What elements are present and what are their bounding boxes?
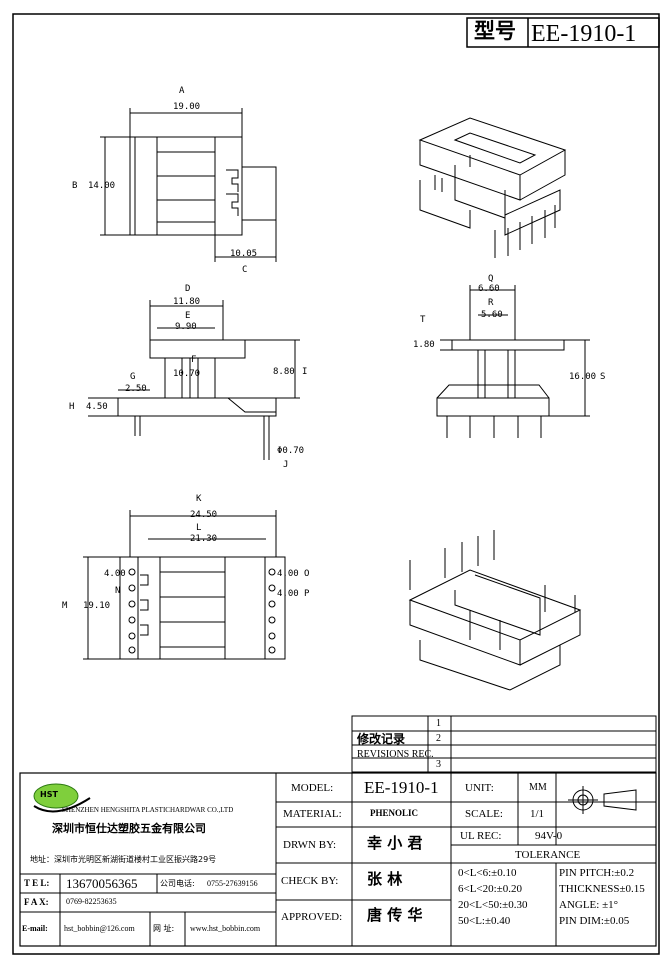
dim-label-q: Q (488, 274, 494, 284)
material-value: PHENOLIC (370, 808, 419, 818)
dim-value-i: 8.80 (273, 367, 295, 377)
dim-value-a: 19.00 (173, 102, 201, 112)
dim-label-s: S (600, 372, 606, 382)
projection-symbol (568, 786, 637, 814)
dim-value-h: 4.50 (86, 402, 108, 412)
ul-label: UL REC: (460, 830, 502, 842)
web-value: www.hst_bobbin.com (190, 924, 261, 933)
title-label: 型号 (474, 19, 516, 43)
revision-mark-2: 2 (436, 733, 441, 744)
front-view-outline (88, 300, 300, 460)
model-label: MODEL: (291, 782, 334, 794)
scale-value: 1/1 (530, 808, 545, 820)
dim-value-l: 21.30 (190, 534, 218, 544)
dim-label-l: L (196, 523, 202, 533)
dim-label-f: F (191, 355, 197, 365)
tolerance-1: 0<L<6:±0.10 (458, 867, 517, 879)
revision-mark-1: 1 (436, 718, 441, 729)
dim-value-o: 4.00 (277, 569, 299, 579)
dim-label-e: E (185, 311, 191, 321)
tolerance-3: 20<L<50:±0.30 (458, 899, 528, 911)
company-name-en: SHENZHEN HENGSHITA PLASTICHARDWAR CO.,LT… (62, 806, 234, 814)
dim-label-b: B (72, 181, 78, 191)
dim-value-m: 19.10 (83, 601, 111, 611)
revision-mark-3: 3 (436, 759, 441, 770)
fax-value: 0769-82253635 (66, 897, 117, 906)
revisions-title-en: REVISIONS REC. (357, 749, 434, 760)
dim-value-t: 1.80 (413, 340, 435, 350)
ul-value: 94V-0 (535, 830, 563, 842)
dim-label-k: K (196, 494, 202, 504)
top-view-outline (100, 108, 277, 262)
iso-view-2-outline (408, 530, 582, 691)
tolerance-4: 50<L:±0.40 (458, 915, 511, 927)
tel-value: 13670056365 (66, 876, 138, 891)
dim-value-n: 4.00 (104, 569, 126, 579)
company-address: 地址：深圳市光明区新湖街道楼村工业区振兴路29号 (30, 855, 217, 864)
tel-label: T E L: (24, 878, 50, 888)
dim-value-c: 10.05 (230, 249, 258, 259)
company-logo-text: HST (40, 790, 58, 799)
dim-value-k: 24.50 (190, 510, 218, 520)
iso-view-1-outline (418, 117, 567, 258)
dim-label-c: C (242, 265, 248, 275)
dim-value-s: 16.00 (569, 372, 597, 382)
check-value: 张 林 (367, 870, 403, 888)
pin-spec-3: ANGLE: ±1° (559, 899, 619, 911)
fax-label: F A X: (24, 897, 49, 907)
company-phone-value: 0755-27639156 (207, 879, 258, 888)
company-logo-mark (33, 783, 91, 813)
dim-label-r: R (488, 298, 494, 308)
revisions-title-cn: 修改记录 (357, 732, 406, 746)
dim-label-t: T (420, 315, 426, 325)
pin-spec-4: PIN DIM:±0.05 (559, 915, 630, 927)
dim-value-p: 4.00 (277, 589, 299, 599)
dim-label-o: O (304, 569, 310, 579)
dim-label-h: H (69, 402, 75, 412)
model-value: EE-1910-1 (364, 778, 439, 797)
title-model: EE-1910-1 (531, 21, 637, 47)
dim-value-g: 2.50 (125, 384, 147, 394)
dim-value-d: 11.80 (173, 297, 201, 307)
dim-label-i: I (302, 367, 308, 377)
email-label: E-mail: (22, 924, 48, 933)
approved-value: 唐 传 华 (367, 906, 423, 924)
pin-spec-2: THICKNESS±0.15 (559, 883, 645, 895)
dim-value-q: 6.60 (478, 284, 500, 294)
dim-label-p: P (304, 589, 310, 599)
company-phone-label: 公司电话: (160, 879, 195, 888)
table-linework (19, 715, 657, 947)
dim-label-a: A (179, 86, 185, 96)
dim-label-d: D (185, 284, 191, 294)
dim-value-e: 9.90 (175, 322, 197, 332)
dim-label-g: G (130, 372, 136, 382)
tolerance-2: 6<L<20:±0.20 (458, 883, 522, 895)
side-view-outline (436, 285, 590, 438)
bottom-view-outline (83, 510, 286, 660)
drawn-label: DRWN BY: (283, 839, 337, 851)
unit-label: UNIT: (465, 782, 494, 794)
unit-value: MM (529, 782, 547, 793)
drawn-value: 幸 小 君 (367, 834, 423, 852)
dim-label-n: N (115, 586, 121, 596)
dim-label-m: M (62, 601, 68, 611)
dim-value-r: 5.60 (481, 310, 503, 320)
email-value: hst_bobbin@126.com (64, 924, 135, 933)
dim-value-b: 14.00 (88, 181, 116, 191)
material-label: MATERIAL: (283, 808, 342, 820)
dim-value-f: 10.70 (173, 369, 201, 379)
dim-value-j: Φ0.70 (277, 446, 305, 456)
pin-spec-1: PIN PITCH:±0.2 (559, 867, 635, 879)
check-label: CHECK BY: (281, 875, 339, 887)
company-name-cn: 深圳市恒仕达塑胶五金有限公司 (52, 822, 206, 835)
dim-label-j: J (283, 460, 289, 470)
scale-label: SCALE: (465, 808, 503, 820)
web-label: 网 址: (153, 924, 175, 933)
tolerance-label: TOLERANCE (515, 849, 581, 861)
approved-label: APPROVED: (281, 911, 343, 923)
